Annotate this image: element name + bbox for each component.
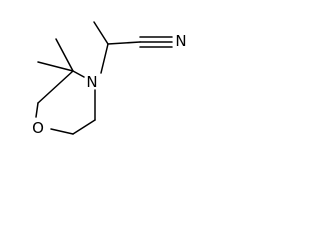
bond-c2-c3 [37,70,74,104]
gem-dimethyl [37,38,74,72]
triple-bond-cn [139,36,173,48]
bond-ch-methyl [93,21,109,45]
ring-oxygen-label: O [32,119,44,137]
nitrile-nitrogen-label: N [175,32,186,50]
bond-o1-c2 [35,102,39,118]
bond-c3-methyl-b [37,61,74,72]
nitrile-side-chain [93,21,173,74]
bond-c3-methyl-a [55,38,74,72]
bond-c3-n4 [72,70,85,78]
bond-c6-o1 [50,128,74,135]
bond-n4-ch [100,43,109,74]
bond-ch-cn [107,41,141,45]
ring-nitrogen-label: N [86,73,97,91]
morpholine-ring [35,70,96,135]
chemical-structure: N O N [32,21,187,137]
bond-c5-c6 [72,119,96,135]
